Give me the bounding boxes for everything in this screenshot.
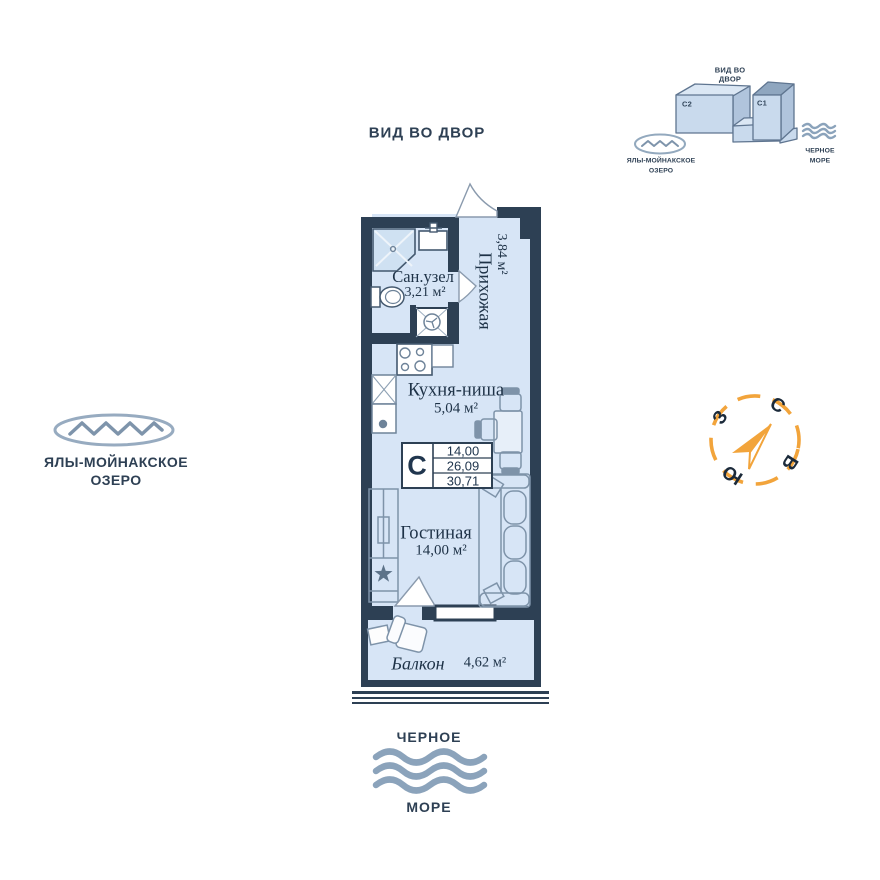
- room-balcony-name: Балкон: [391, 653, 445, 674]
- minimap-lake-label-line2: ОЗЕРО: [648, 167, 674, 175]
- room-bathroom-area: 3,21 м²: [404, 285, 446, 300]
- minimap-block-c2-label: С2: [682, 99, 692, 109]
- room-living-name: Гостиная: [400, 523, 472, 544]
- minimap-lake-icon: [634, 133, 686, 155]
- sea-label-line1: ЧЕРНОЕ: [396, 729, 462, 745]
- lake-label-line2: ОЗЕРО: [90, 472, 142, 488]
- room-hallway-area: 3,84 м²: [494, 233, 509, 275]
- balcony-window: [433, 604, 497, 622]
- room-bathroom-name: Сан.узел: [392, 267, 454, 286]
- lake-icon: [53, 413, 175, 447]
- info-box-value-living: 14,00: [446, 443, 480, 459]
- sea-label-line2: МОРЕ: [406, 799, 452, 815]
- balcony-railing: [352, 691, 549, 704]
- minimap-block-c1-label: С1: [757, 98, 767, 108]
- info-box-value-middle: 26,09: [446, 458, 480, 474]
- bathroom-sink-icon: [418, 222, 448, 251]
- minimap-title-line1: ВИД ВО: [714, 65, 746, 75]
- minimap-title-line2: ДВОР: [718, 74, 742, 84]
- stove-icon: [396, 343, 433, 376]
- entrance-door: [454, 182, 498, 218]
- plan-info-box: [401, 442, 493, 489]
- room-living-area: 14,00 м²: [415, 542, 467, 559]
- lake-label-line1: ЯЛЫ-МОЙНАКСКОЕ: [44, 454, 188, 470]
- kitchen-counter-sink: [371, 403, 397, 434]
- view-to-courtyard-label: ВИД ВО ДВОР: [368, 124, 486, 142]
- info-box-value-total: 30,71: [446, 473, 480, 489]
- bathroom-door: [458, 269, 477, 304]
- sofa-icon: [478, 473, 531, 608]
- toilet-icon: [370, 286, 405, 308]
- info-box-letter: С: [407, 450, 427, 481]
- minimap-buildings: [675, 81, 798, 144]
- balcony-door: [393, 575, 435, 607]
- minimap-lake-label-line1: ЯЛЫ-МОЙНАКСКОЕ: [626, 157, 696, 165]
- minimap-sea-label-line1: ЧЕРНОЕ: [805, 147, 835, 155]
- balcony-furniture: [366, 615, 428, 653]
- minimap-sea-icon: [801, 122, 837, 140]
- room-kitchen-area: 5,04 м²: [434, 400, 478, 417]
- washing-machine-icon: [415, 307, 449, 338]
- walls: [361, 207, 541, 687]
- minimap-sea-label-line2: МОРЕ: [809, 157, 831, 165]
- kitchen-sink-icon: [371, 374, 397, 405]
- sea-waves-icon: [372, 748, 488, 794]
- doors: [393, 182, 498, 607]
- room-kitchen-name: Кухня-ниша: [407, 380, 505, 401]
- dining-set: [474, 387, 523, 475]
- kitchen-counter: [431, 344, 454, 368]
- wardrobe-icon: [368, 488, 399, 603]
- shower-icon: [372, 228, 416, 272]
- room-balcony-area: 4,62 м²: [463, 654, 507, 671]
